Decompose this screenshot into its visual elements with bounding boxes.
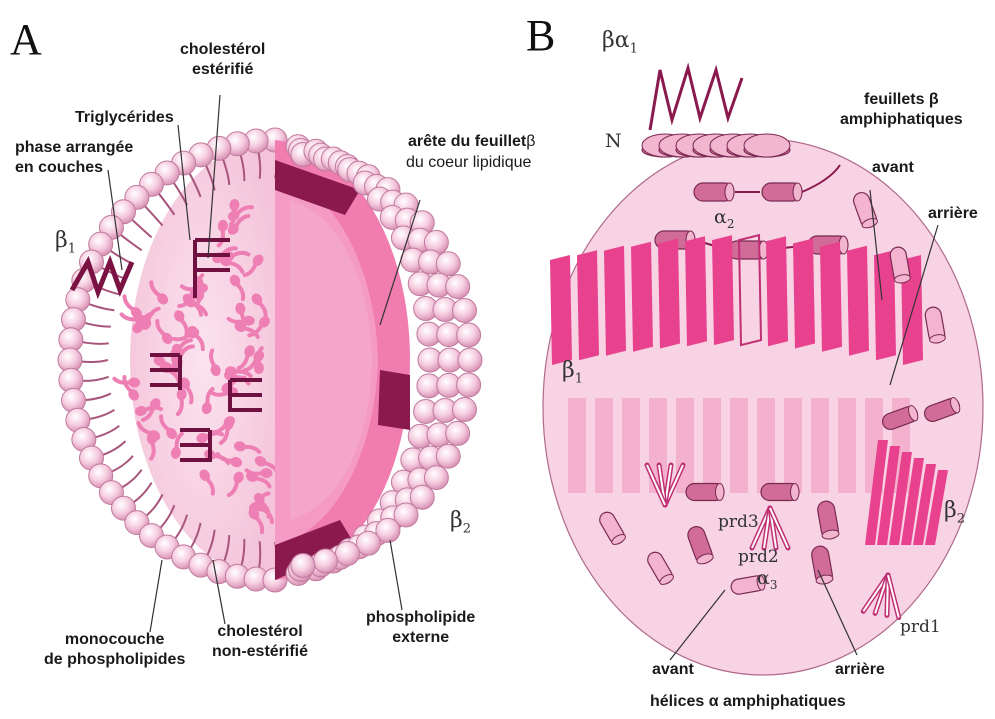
label-cholesterol-non-esterifie: cholestérol non-estérifié: [212, 622, 308, 662]
label-beta-alpha1: βα1: [602, 28, 638, 56]
label-arete: arête du feuilletβ: [408, 132, 535, 152]
beta-strand-back: [811, 398, 829, 493]
beta-alpha1-strands: [650, 68, 742, 130]
alpha-helix-cylinder: [694, 183, 734, 201]
beta-strand-front: [712, 235, 734, 345]
label-alpha2: α2: [714, 206, 734, 231]
beta-strand-back: [622, 398, 640, 493]
alpha-helix-cylinder: [744, 134, 790, 157]
label-beta2-a: β2: [450, 508, 471, 536]
phospholipid-head: [452, 398, 476, 422]
label-helices-alpha: hélices α amphiphatiques: [650, 692, 846, 712]
label-avant-top: avant: [872, 158, 914, 178]
phospholipid-head: [452, 298, 476, 322]
label-avant-bottom: avant: [652, 660, 694, 680]
phospholipid-head: [458, 348, 482, 372]
phospholipid-head: [436, 444, 460, 468]
beta-strand-back: [784, 398, 802, 493]
beta-strand-front: [820, 242, 842, 352]
beta-strand-front: [631, 242, 653, 352]
label-phospholipide-externe: phospholipide externe: [366, 608, 475, 648]
beta-strand-back: [595, 398, 613, 493]
beta-strand-back: [703, 398, 721, 493]
beta-strand-front: [550, 255, 572, 365]
beta-strand-front: [766, 236, 788, 346]
beta-strand-back: [838, 398, 856, 493]
label-beta2-b: β2: [944, 498, 965, 526]
beta-strand-front: [685, 236, 707, 346]
phospholipid-head: [446, 275, 470, 299]
label-prd1: prd1: [900, 617, 941, 637]
label-prd2: prd2: [738, 547, 779, 567]
alpha-helix-cylinder: [761, 484, 799, 501]
phospholipid-head: [424, 466, 448, 490]
beta-strand-front: [793, 239, 815, 349]
phospholipid-head: [457, 373, 481, 397]
beta-strand-back: [730, 398, 748, 493]
beta-strand-front: [658, 239, 680, 349]
label-feuillets-beta: feuillets β amphiphatiques: [840, 90, 963, 130]
beta-strand-back: [757, 398, 775, 493]
label-cholesterol-esterifie: cholestérol estérifié: [180, 40, 265, 80]
phospholipid-head: [356, 531, 380, 555]
phospholipid-head: [291, 553, 315, 577]
label-alpha3: α3: [757, 567, 777, 592]
label-arriere-bottom: arrière: [835, 660, 885, 680]
label-prd3: prd3: [718, 512, 759, 532]
label-arriere-top: arrière: [928, 204, 978, 224]
label-beta1-b: β1: [562, 358, 583, 386]
beta-strand-front: [847, 246, 869, 356]
label-beta1-a: β1: [55, 228, 76, 256]
label-triglycerides: Triglycérides: [75, 108, 174, 128]
particle-left-half: [58, 128, 287, 592]
alpha-helix-cylinder: [728, 241, 768, 259]
label-coeur-lipidique: du coeur lipidique: [406, 153, 531, 173]
phospholipid-head: [436, 252, 460, 276]
phospholipid-head: [313, 549, 337, 573]
panel-b-letter: B: [526, 10, 555, 61]
beta-strand-front: [604, 246, 626, 356]
alpha-helix-cylinder: [762, 183, 802, 201]
alpha-helix-cylinder: [686, 484, 724, 501]
label-phase-arrangee: phase arrangée en couches: [15, 138, 133, 178]
phospholipid-head: [457, 323, 481, 347]
phospholipid-head: [446, 421, 470, 445]
phospholipid-head: [335, 542, 359, 566]
label-monocouche: monocouche de phospholipides: [44, 630, 185, 670]
label-n-terminus: N: [605, 130, 622, 152]
beta-strand-back: [568, 398, 586, 493]
beta-strand-front: [577, 250, 599, 360]
